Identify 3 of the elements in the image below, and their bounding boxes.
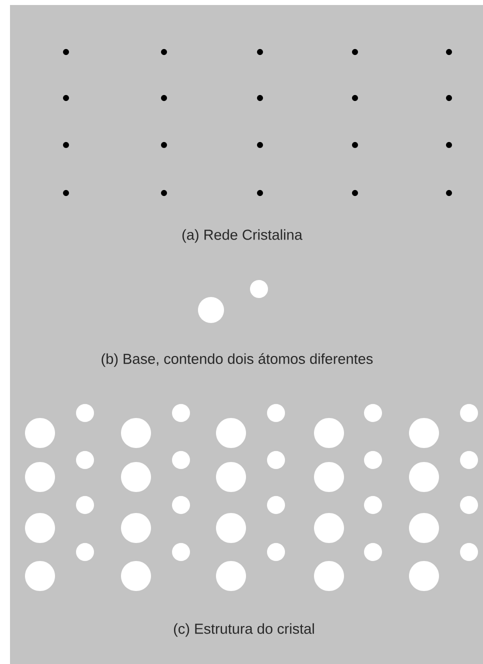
caption: (a) Rede Cristalina <box>182 229 302 243</box>
caption: (b) Base, contendo dois átomos diferentes <box>102 353 373 367</box>
caption: (c) Estrutura do cristal <box>174 623 314 637</box>
